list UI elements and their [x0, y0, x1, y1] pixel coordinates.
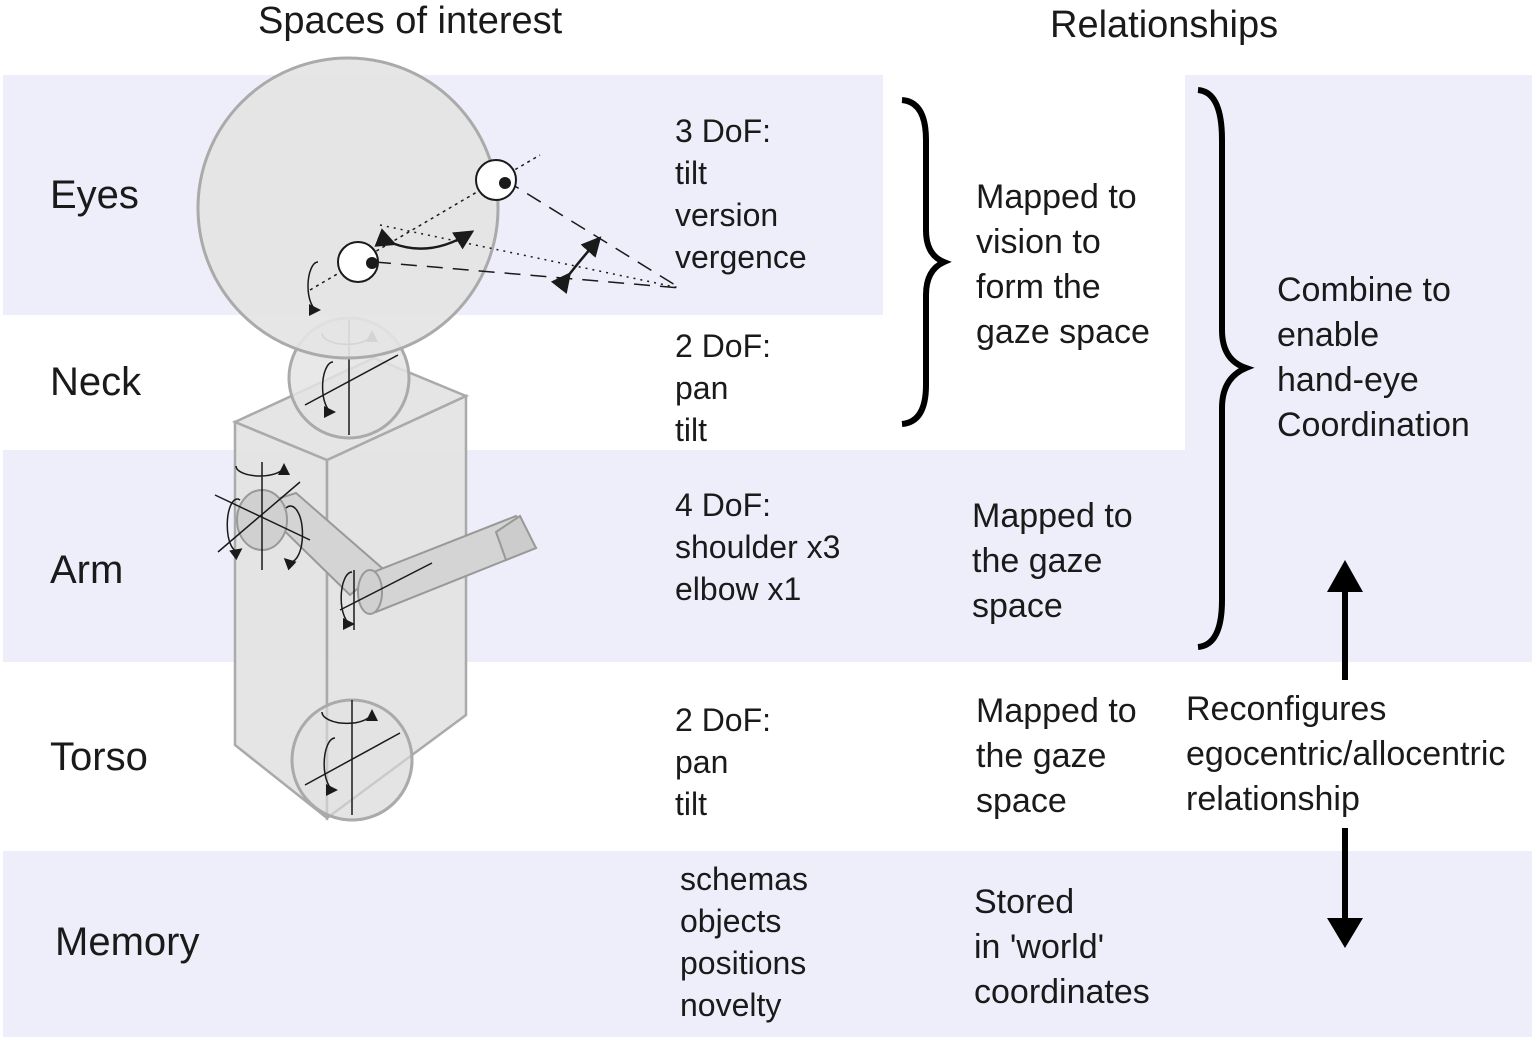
reconfigure-arrows	[1327, 560, 1363, 948]
row-label-memory: Memory	[55, 920, 200, 964]
dof-neck: 2 DoF: pan tilt	[675, 328, 772, 448]
relation-torso: Mapped to the gaze space	[976, 692, 1137, 820]
eye-left	[337, 241, 379, 283]
relation-memory: Stored in 'world' coordinates	[974, 883, 1150, 1011]
combine-brace	[1197, 87, 1255, 650]
dof-torso: 2 DoF: pan tilt	[675, 702, 772, 822]
row-label-neck: Neck	[50, 360, 142, 404]
spaces-header: Spaces of interest	[258, 0, 563, 42]
row-label-arm: Arm	[50, 548, 124, 592]
torso-joint-axes	[290, 698, 414, 822]
head	[196, 56, 500, 360]
dof-arm: 4 DoF: shoulder x3 elbow x1	[675, 487, 841, 607]
relationships-band	[1185, 75, 1532, 450]
eye-right	[475, 159, 517, 201]
row-label-eyes: Eyes	[50, 173, 139, 217]
dof-eyes: 3 DoF: tilt version vergence	[675, 113, 807, 275]
relation-arm: Mapped to the gaze space	[972, 497, 1133, 625]
memory-contents: schemas objects positions novelty	[680, 861, 809, 1023]
elbow-axes	[339, 562, 433, 630]
relationships-header: Relationships	[1050, 4, 1279, 46]
memory-band	[3, 851, 1532, 1037]
relation-combine: Combine to enable hand-eye Coordination	[1277, 271, 1470, 444]
gaze-brace	[901, 97, 952, 427]
relation-gaze-space: Mapped to vision to form the gaze space	[976, 178, 1150, 351]
row-label-torso: Torso	[50, 735, 148, 779]
shoulder-axes	[214, 462, 311, 571]
relation-reconfigure: Reconfigures egocentric/allocentric rela…	[1186, 690, 1506, 818]
